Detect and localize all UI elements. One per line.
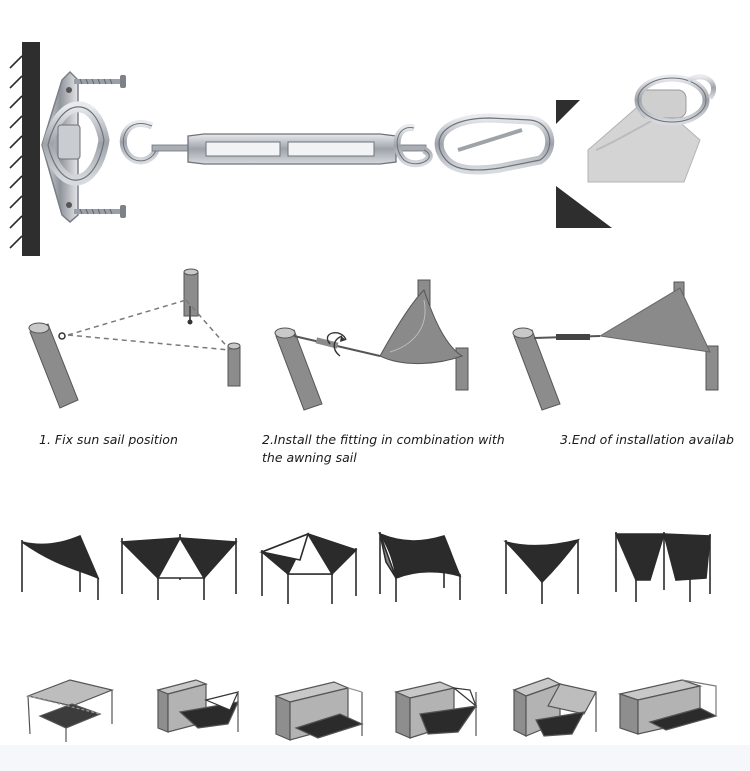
- triangle-sail-icon: [21, 534, 100, 600]
- quad-sail-icon: [377, 532, 462, 602]
- snap-hook-icon: [434, 113, 555, 175]
- building-installation-illustration: [25, 677, 718, 742]
- installation-scene-1: [25, 679, 114, 742]
- step2-diagram: [274, 279, 469, 411]
- installation-scene-2: [156, 679, 240, 733]
- sail-shapes-illustration: [21, 532, 711, 604]
- step3-diagram: [512, 281, 719, 411]
- installation-scene-4: [394, 681, 478, 739]
- pad-eye-plate-icon: [41, 70, 110, 223]
- step1-diagram: [28, 268, 241, 409]
- step-2-label-continued: the awning sail: [262, 450, 357, 465]
- step-3-label: 3.End of installation availab: [560, 432, 734, 447]
- sail-corner-icon: [556, 74, 717, 228]
- double-triangle-sail-icon: [120, 534, 238, 600]
- installation-scene-3: [274, 681, 364, 741]
- multi-triangle-sail-icon: [259, 532, 358, 604]
- step-1-label: 1. Fix sun sail position: [39, 432, 178, 447]
- wall-icon: [9, 42, 40, 256]
- screw-icon: [74, 75, 126, 88]
- installation-steps-illustration: [28, 268, 719, 411]
- installation-scene-6: [617, 679, 718, 735]
- rectangle-sail-icon: [614, 532, 711, 602]
- hardware-illustration: [9, 42, 717, 256]
- turnbuckle-icon: [119, 120, 433, 168]
- bottom-strip: [0, 745, 750, 771]
- screw-icon: [74, 205, 126, 218]
- step-2-label: 2.Install the fitting in combination wit…: [262, 432, 505, 447]
- diamond-sail-icon: [503, 538, 580, 604]
- installation-scene-5: [512, 677, 597, 737]
